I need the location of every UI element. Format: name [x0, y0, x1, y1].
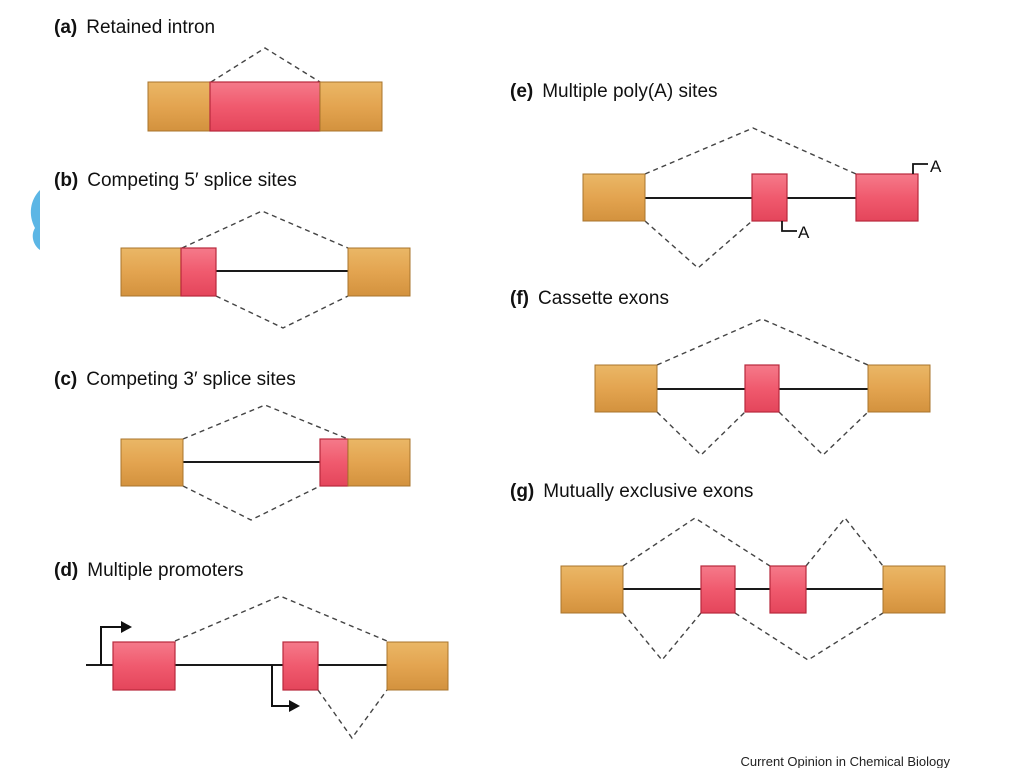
- splice-path: [181, 210, 349, 249]
- polya-site-label: A: [798, 223, 810, 242]
- panel-g-letter: (g): [510, 481, 534, 502]
- promoter-arrow-icon: [100, 621, 132, 665]
- constitutive-exon: [347, 247, 411, 297]
- panel-c-letter: (c): [54, 369, 77, 390]
- alternative-last-exon: [751, 173, 788, 222]
- panel-g-title: Mutually exclusive exons: [543, 481, 753, 502]
- panel-f-heading: (f) Cassette exons: [510, 288, 669, 309]
- panel-f-title: Cassette exons: [538, 288, 669, 309]
- splice-path: [644, 220, 753, 269]
- edge-artifact: [30, 190, 40, 250]
- splice-path: [182, 404, 349, 440]
- panel-c-heading: (c) Competing 3′ splice sites: [54, 369, 296, 390]
- panel-b-heading: (b) Competing 5′ splice sites: [54, 170, 297, 191]
- panel-e-title: Multiple poly(A) sites: [542, 81, 717, 102]
- alternative-exon-extension: [180, 247, 217, 297]
- panel-d: (d) Multiple promoters: [54, 560, 449, 740]
- promoter-arrow-icon: [271, 665, 300, 712]
- polya-site-marker: [912, 163, 928, 174]
- splice-path: [317, 689, 388, 740]
- constitutive-exon: [386, 641, 449, 691]
- alternative-first-exon: [112, 641, 176, 691]
- splice-path: [182, 485, 321, 521]
- alternative-exon-extension: [319, 438, 349, 487]
- constitutive-exon: [582, 173, 646, 222]
- splice-path: [805, 516, 884, 567]
- source-credit: Current Opinion in Chemical Biology: [740, 754, 950, 768]
- panel-a: (a) Retained intron: [54, 17, 383, 132]
- splice-path: [622, 612, 702, 662]
- polya-site-label: A: [930, 157, 942, 176]
- mutually-exclusive-exon: [769, 565, 807, 614]
- alternative-last-exon: [855, 173, 919, 222]
- panel-b-title: Competing 5′ splice sites: [87, 170, 297, 191]
- panel-e-letter: (e): [510, 81, 533, 102]
- constitutive-exon: [867, 364, 931, 413]
- panel-b-letter: (b): [54, 170, 78, 191]
- panel-f-letter: (f): [510, 288, 529, 309]
- panel-g-heading: (g) Mutually exclusive exons: [510, 481, 753, 502]
- splice-path: [644, 127, 857, 175]
- panel-g: (g) Mutually exclusive exons: [510, 481, 946, 662]
- splice-path: [778, 411, 869, 456]
- panel-e: (e) Multiple poly(A) sites A A: [510, 81, 942, 269]
- splice-path: [734, 612, 884, 661]
- constitutive-exon: [319, 81, 383, 132]
- panel-e-heading: (e) Multiple poly(A) sites: [510, 81, 718, 102]
- splice-path: [215, 295, 349, 329]
- splice-path: [656, 411, 746, 456]
- cassette-exon: [744, 364, 780, 413]
- panel-a-heading: (a) Retained intron: [54, 17, 215, 38]
- constitutive-exon: [120, 247, 183, 297]
- panel-d-title: Multiple promoters: [87, 560, 243, 581]
- panel-a-letter: (a): [54, 17, 77, 38]
- constitutive-exon: [560, 565, 624, 614]
- constitutive-exon: [347, 438, 411, 487]
- panel-d-letter: (d): [54, 560, 78, 581]
- constitutive-exon: [882, 565, 946, 614]
- panel-a-title: Retained intron: [86, 17, 215, 38]
- panel-b: (b) Competing 5′ splice sites: [54, 170, 411, 329]
- alternative-first-exon: [282, 641, 319, 691]
- constitutive-exon: [594, 364, 658, 413]
- retained-intron: [209, 81, 321, 132]
- panel-f: (f) Cassette exons: [510, 288, 931, 456]
- panel-c-title: Competing 3′ splice sites: [86, 369, 296, 390]
- panel-c: (c) Competing 3′ splice sites: [54, 369, 411, 521]
- constitutive-exon: [147, 81, 213, 132]
- polya-site-marker: [781, 221, 797, 232]
- splice-path: [656, 318, 869, 366]
- constitutive-exon: [120, 438, 184, 487]
- mutually-exclusive-exon: [700, 565, 736, 614]
- panel-d-heading: (d) Multiple promoters: [54, 560, 244, 581]
- splice-path: [174, 595, 388, 642]
- splice-path: [210, 47, 321, 83]
- splice-path: [622, 517, 771, 567]
